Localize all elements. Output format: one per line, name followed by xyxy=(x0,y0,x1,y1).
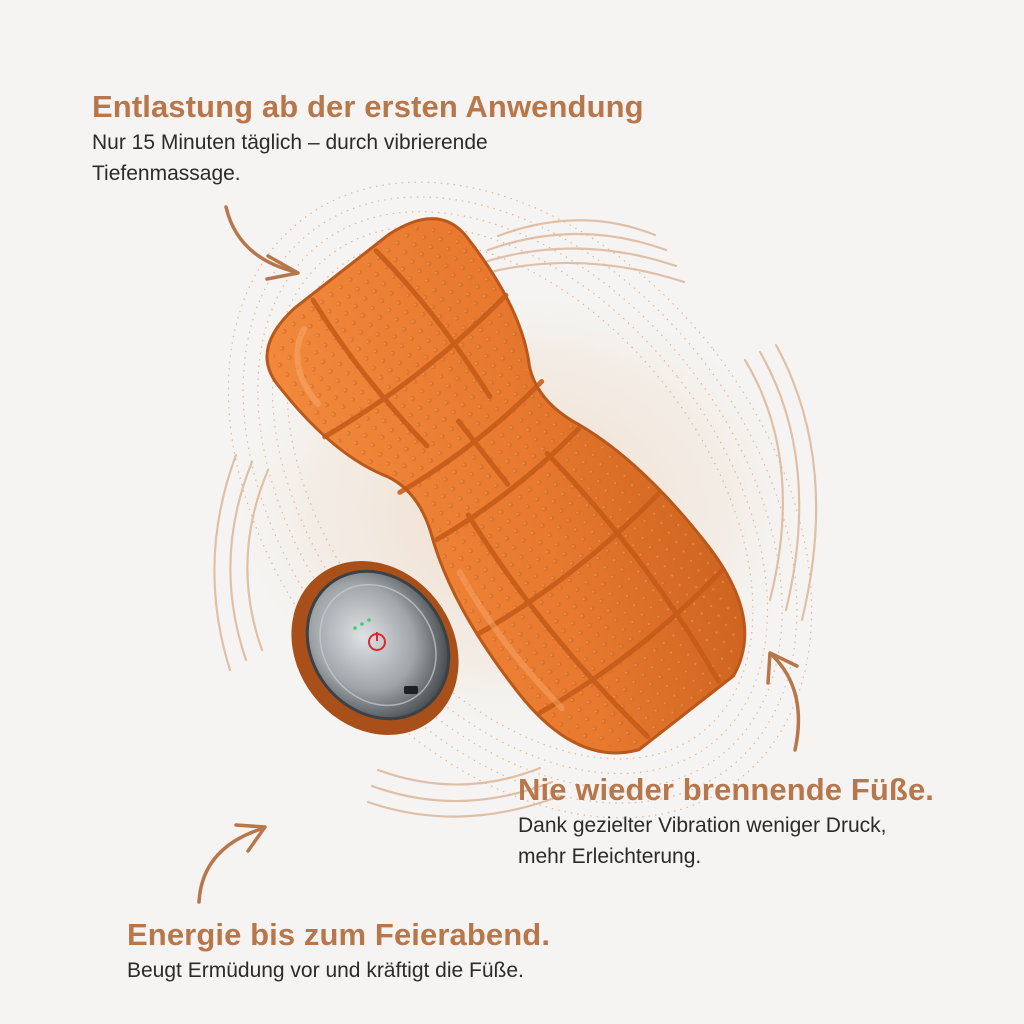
callout-no-burning-feet: Nie wieder brennende Füße. Dank gezielte… xyxy=(518,772,998,873)
curved-arrow-icon xyxy=(766,651,801,752)
curved-arrow-icon xyxy=(224,205,300,281)
callout-relief: Entlastung ab der ersten Anwendung Nur 1… xyxy=(92,89,712,190)
power-button-icon[interactable] xyxy=(368,632,386,651)
callout-text: Nur 15 Minuten täglich – durch vibrieren… xyxy=(92,127,712,190)
status-led xyxy=(353,626,357,630)
callout-text: Dank gezielter Vibration weniger Druck, … xyxy=(518,810,998,873)
roller-end-cap xyxy=(291,561,459,735)
callout-text-line: Beugt Ermüdung vor und kräftigt die Füße… xyxy=(127,958,524,982)
callout-title: Energie bis zum Feierabend. xyxy=(127,917,551,952)
callout-text-line: mehr Erleichterung. xyxy=(518,845,702,869)
curved-arrow-icon xyxy=(197,823,267,904)
callout-title: Nie wieder brennende Füße. xyxy=(518,772,935,807)
callout-energy: Energie bis zum Feierabend. Beugt Ermüdu… xyxy=(127,917,747,986)
massage-roller xyxy=(265,217,747,755)
vibration-arcs xyxy=(213,219,818,818)
callout-text-line: Tiefenmassage. xyxy=(92,162,241,186)
status-led xyxy=(360,622,364,626)
callout-text-line: Dank gezielter Vibration weniger Druck, xyxy=(518,813,887,837)
callout-text: Beugt Ermüdung vor und kräftigt die Füße… xyxy=(127,955,747,987)
charging-port-icon xyxy=(404,686,418,694)
callout-title: Entlastung ab der ersten Anwendung xyxy=(92,89,644,124)
status-led xyxy=(367,618,371,622)
callout-text-line: Nur 15 Minuten täglich – durch vibrieren… xyxy=(92,130,488,154)
